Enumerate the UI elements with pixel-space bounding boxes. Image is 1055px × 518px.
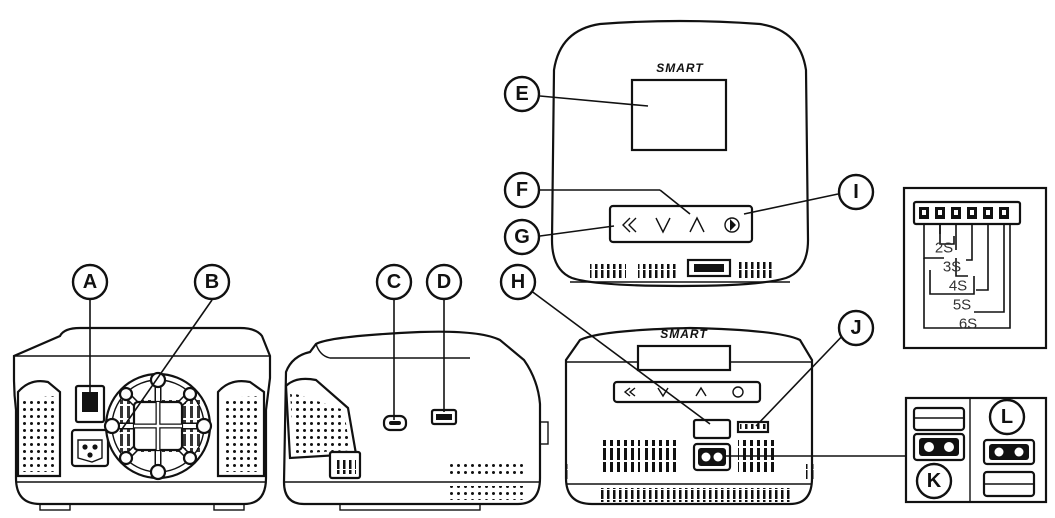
svg-text:I: I: [853, 181, 859, 203]
svg-text:G: G: [514, 226, 530, 248]
pin-label-3s: 3S: [943, 259, 961, 276]
charger-side-view: [282, 300, 549, 511]
svg-text:F: F: [516, 179, 528, 201]
charger-front-view: SMART: [529, 289, 906, 506]
pin-label-2s: 2S: [935, 240, 953, 257]
power-button[interactable]: [724, 217, 740, 233]
callout-i: I: [837, 173, 875, 211]
power-switch-icon[interactable]: [74, 384, 106, 424]
callout-h: H: [499, 263, 537, 301]
svg-text:J: J: [850, 317, 861, 339]
svg-text:K: K: [927, 470, 942, 492]
charger-top-view: SMART: [539, 19, 839, 288]
callout-b: B: [193, 263, 231, 301]
fan-grille-icon: [103, 371, 213, 481]
brand-logo: SMART: [656, 61, 704, 75]
svg-text:A: A: [83, 271, 97, 293]
back-button[interactable]: [622, 217, 637, 233]
balance-port-inset: 2S 3S 4S 5S 6S: [902, 186, 1048, 350]
pin-label-4s: 4S: [949, 278, 967, 295]
callout-g: G: [503, 218, 541, 256]
svg-text:E: E: [515, 83, 528, 105]
callout-d: D: [425, 263, 463, 301]
ac-inlet-icon[interactable]: [70, 428, 110, 468]
callout-j: J: [837, 309, 875, 347]
svg-text:H: H: [511, 271, 525, 293]
svg-text:C: C: [387, 271, 401, 293]
callout-e: E: [503, 75, 541, 113]
pin-label-5s: 5S: [953, 297, 971, 314]
usb-a-port-icon[interactable]: [430, 408, 458, 426]
brand-logo-front: SMART: [660, 327, 708, 341]
callout-c: C: [375, 263, 413, 301]
lcd-screen: [630, 78, 728, 152]
down-button[interactable]: [655, 217, 671, 234]
callout-k: K: [915, 462, 953, 500]
usb-c-port-icon[interactable]: [382, 414, 408, 432]
callout-a: A: [71, 263, 109, 301]
callout-f: F: [503, 171, 541, 209]
charger-rear-view: [12, 299, 272, 511]
svg-text:D: D: [437, 271, 451, 293]
up-button[interactable]: [689, 216, 705, 233]
svg-text:B: B: [205, 271, 219, 293]
output-connector-inset: [904, 396, 1048, 504]
svg-text:L: L: [1001, 406, 1013, 428]
callout-l: L: [988, 398, 1026, 436]
pin-label-6s: 6S: [959, 316, 977, 333]
